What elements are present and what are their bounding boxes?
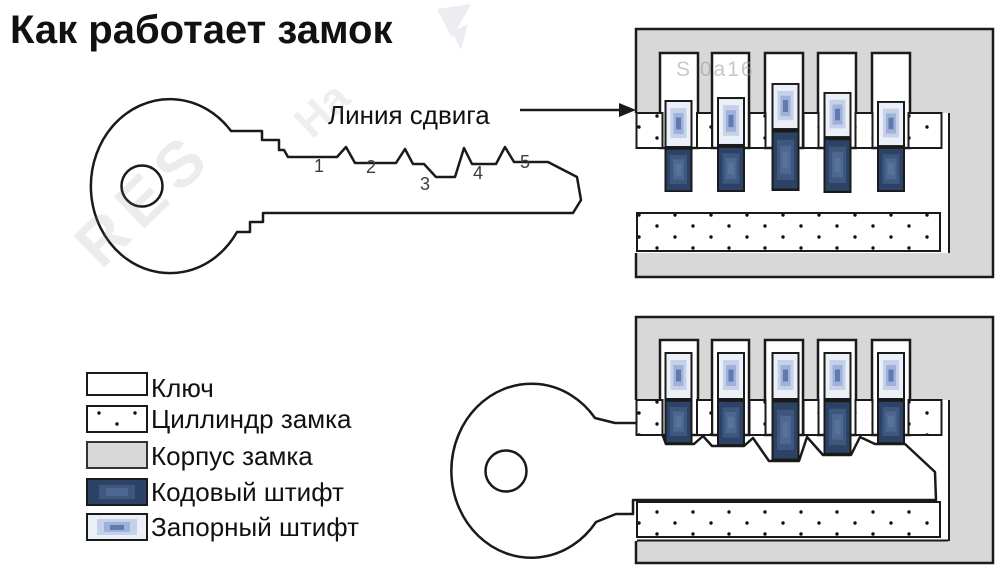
cylinder-segment — [748, 399, 767, 436]
page-title: Как работает замок — [10, 8, 393, 52]
key-hole — [120, 164, 164, 208]
key-pin — [717, 146, 745, 192]
cylinder-segment — [802, 399, 820, 436]
key-cut-number-2: 2 — [366, 157, 377, 177]
cylinder-bottom — [636, 212, 941, 252]
key-cut-number-4: 4 — [473, 163, 484, 183]
key-illustration — [89, 97, 583, 275]
key-cut-number-3: 3 — [420, 174, 431, 194]
key-outline — [89, 97, 583, 275]
cylinder-segment — [907, 399, 943, 436]
key-hole — [484, 449, 528, 493]
cylinder-segment — [635, 112, 664, 149]
key-pin — [771, 400, 800, 461]
driver-pin — [823, 352, 852, 400]
driver-pin — [717, 97, 745, 146]
key-pin — [877, 400, 905, 444]
lock-with-key — [450, 315, 995, 565]
legend-label-lock-body: Корпус замка — [151, 441, 313, 471]
driver-pin — [664, 352, 693, 400]
cylinder-bottom — [636, 501, 941, 538]
driver-pin — [771, 83, 800, 130]
legend-swatch-key-pin — [86, 478, 148, 506]
key-pin — [717, 400, 745, 446]
legend-swatch-driver-pin — [86, 513, 148, 541]
driver-pin — [823, 92, 852, 138]
driver-pin — [664, 100, 693, 148]
watermark-corner-shape — [452, 24, 468, 50]
legend-label-driver-pin: Запорный штифт — [151, 512, 359, 542]
shear-line-label: Линия сдвига — [328, 100, 490, 130]
driver-pin — [877, 101, 905, 147]
driver-pin — [717, 352, 745, 400]
key-pin — [823, 400, 852, 455]
key-pin — [664, 400, 693, 444]
legend-label-key-pin: Кодовый штифт — [151, 477, 344, 507]
inserted-key — [450, 382, 938, 559]
shear-line-arrow — [520, 103, 636, 117]
cylinder-segment — [748, 112, 767, 149]
key-pin — [664, 148, 693, 192]
cylinder-segment — [907, 112, 943, 149]
lock-without-key — [633, 27, 995, 279]
legend-label-key: Ключ — [151, 373, 214, 403]
cylinder-segment — [854, 112, 874, 149]
driver-pin — [877, 352, 905, 400]
legend-swatches — [86, 372, 148, 541]
watermark-corner-shape — [437, 4, 471, 38]
legend-label-cylinder: Циллиндр замка — [151, 404, 352, 434]
legend-swatch-cylinder — [86, 405, 148, 433]
cylinder-segment — [696, 399, 713, 436]
key-cut-number-1: 1 — [314, 156, 325, 176]
cylinder-segment — [802, 112, 820, 149]
key-pin — [823, 138, 852, 193]
cylinder-segment — [635, 399, 664, 436]
cylinder-segment — [854, 399, 874, 436]
legend-swatch-lock-body — [86, 441, 148, 469]
key-pin — [877, 147, 905, 192]
driver-pin — [771, 352, 800, 400]
legend-swatch-key — [86, 372, 148, 396]
cylinder-segment — [696, 112, 713, 149]
key-cut-number-5: 5 — [520, 152, 531, 172]
key-pin — [771, 130, 800, 191]
key-outline — [450, 382, 938, 559]
